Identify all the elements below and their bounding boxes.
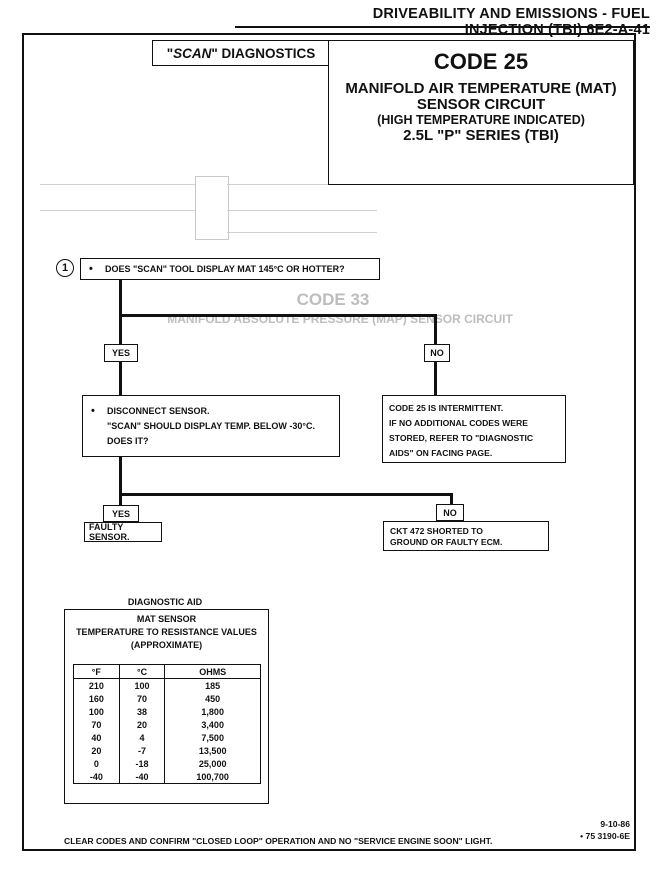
cell-f: 100 — [73, 705, 120, 718]
yes-label-2: YES — [103, 505, 139, 522]
document-number: • 75 3190-6E — [580, 831, 630, 841]
flow-line — [434, 362, 437, 395]
question-1-box: • DOES "SCAN" TOOL DISPLAY MAT 145°C OR … — [80, 258, 380, 280]
result-3-line-2: GROUND OR FAULTY ECM. — [390, 537, 503, 547]
question-2-line-3: DOES IT? — [107, 436, 149, 446]
column-header-ohms: OHMS — [164, 664, 261, 679]
result-1-line-3: STORED, REFER TO "DIAGNOSTIC — [389, 433, 534, 443]
cell-ohms: 185 — [164, 678, 261, 692]
no-label-1: NO — [424, 344, 450, 362]
cell-ohms: 100,700 — [164, 770, 261, 784]
scan-diagnostics-title: "SCAN" DIAGNOSTICS — [152, 40, 330, 66]
document-date: 9-10-86 — [600, 819, 630, 829]
cell-f: 40 — [73, 731, 120, 744]
bullet: • — [91, 405, 95, 417]
column-header-c: °C — [118, 664, 166, 679]
page-frame — [22, 33, 636, 851]
ckt-shorted-box: CKT 472 SHORTED TO GROUND OR FAULTY ECM. — [383, 521, 549, 551]
table-row: 70 20 3,400 — [73, 718, 261, 731]
flow-line — [434, 314, 437, 344]
result-1-line-2: IF NO ADDITIONAL CODES WERE — [389, 418, 528, 428]
result-1-line-1: CODE 25 IS INTERMITTENT. — [389, 403, 504, 413]
footer-instruction: CLEAR CODES AND CONFIRM "CLOSED LOOP" OP… — [64, 836, 493, 846]
scan-title-rest: " DIAGNOSTICS — [211, 45, 316, 61]
ghost-wire — [227, 232, 377, 233]
code-line-4: 2.5L "P" SERIES (TBI) — [403, 127, 559, 144]
question-2-box: • DISCONNECT SENSOR. "SCAN" SHOULD DISPLA… — [82, 395, 340, 457]
cell-f: -40 — [73, 770, 120, 784]
code-line-3: (HIGH TEMPERATURE INDICATED) — [377, 113, 585, 127]
question-2-line-2: "SCAN" SHOULD DISPLAY TEMP. BELOW -30°C. — [107, 421, 315, 431]
table-title: MAT SENSOR — [136, 614, 197, 624]
resistance-table: °F °C OHMS 210 100 185 160 70 450 100 38… — [73, 664, 261, 784]
scan-title-word: SCAN — [173, 45, 212, 61]
cell-ohms: 3,400 — [164, 718, 261, 731]
table-row: -40 -40 100,700 — [73, 770, 261, 784]
cell-f: 70 — [73, 718, 120, 731]
table-subtitle-1: TEMPERATURE TO RESISTANCE VALUES — [76, 627, 257, 637]
cell-f: 210 — [73, 678, 120, 692]
mat-sensor-table-box: MAT SENSOR TEMPERATURE TO RESISTANCE VAL… — [64, 609, 269, 804]
ghost-heading: CODE 33 — [296, 290, 370, 309]
flow-line — [119, 362, 122, 395]
no-label-2: NO — [436, 504, 464, 521]
bullet: • — [89, 263, 93, 275]
code-line-1: MANIFOLD AIR TEMPERATURE (MAT) — [345, 80, 617, 97]
cell-c: -18 — [118, 757, 166, 770]
flow-line — [119, 493, 453, 496]
ghost-wire — [227, 184, 377, 185]
cell-ohms: 7,500 — [164, 731, 261, 744]
step-number-badge: 1 — [56, 259, 74, 277]
table-row: 0 -18 25,000 — [73, 757, 261, 770]
cell-ohms: 13,500 — [164, 744, 261, 757]
table-row: 40 4 7,500 — [73, 731, 261, 744]
code-number: CODE 25 — [433, 49, 529, 74]
scan-title-quote: " — [166, 45, 174, 61]
cell-f: 20 — [73, 744, 120, 757]
ghost-wire — [40, 210, 195, 211]
flow-line — [119, 280, 122, 316]
yes-label-1: YES — [104, 344, 138, 362]
cell-c: 20 — [118, 718, 166, 731]
cell-c: 100 — [118, 678, 166, 692]
column-header-f: °F — [73, 664, 120, 679]
cell-c: -40 — [118, 770, 166, 784]
result-3-line-1: CKT 472 SHORTED TO — [390, 526, 483, 536]
cell-c: 70 — [118, 692, 166, 705]
cell-f: 0 — [73, 757, 120, 770]
ghost-connector — [195, 176, 229, 240]
question-1-text: DOES "SCAN" TOOL DISPLAY MAT 145°C OR HO… — [105, 264, 345, 274]
result-1-line-4: AIDS" ON FACING PAGE. — [389, 448, 493, 458]
table-row: 20 -7 13,500 — [73, 744, 261, 757]
flow-line — [450, 493, 453, 505]
document-date-block: 9-10-86 • 75 3190-6E — [560, 818, 630, 842]
table-row: 160 70 450 — [73, 692, 261, 705]
ghost-wire — [227, 210, 377, 211]
flow-line — [119, 314, 122, 344]
diagnostic-aid-heading: DIAGNOSTIC AID — [127, 597, 203, 607]
code-line-2: SENSOR CIRCUIT — [416, 96, 546, 113]
cell-ohms: 450 — [164, 692, 261, 705]
faulty-sensor-box: FAULTY SENSOR. — [84, 522, 162, 542]
cell-f: 160 — [73, 692, 120, 705]
cell-c: 38 — [118, 705, 166, 718]
flow-line — [119, 457, 122, 495]
cell-ohms: 1,800 — [164, 705, 261, 718]
cell-c: 4 — [118, 731, 166, 744]
question-2-line-1: DISCONNECT SENSOR. — [107, 406, 210, 416]
ghost-wire — [40, 184, 195, 185]
table-row: 210 100 185 — [73, 678, 261, 692]
flow-line — [119, 314, 437, 317]
table-subtitle-2: (APPROXIMATE) — [130, 640, 203, 650]
cell-c: -7 — [118, 744, 166, 757]
flow-line — [119, 493, 122, 505]
table-row: 100 38 1,800 — [73, 705, 261, 718]
header-rule — [235, 26, 650, 28]
cell-ohms: 25,000 — [164, 757, 261, 770]
intermittent-result-box: CODE 25 IS INTERMITTENT. IF NO ADDITIONA… — [382, 395, 566, 463]
code-title-box: CODE 25 MANIFOLD AIR TEMPERATURE (MAT) S… — [328, 40, 634, 185]
